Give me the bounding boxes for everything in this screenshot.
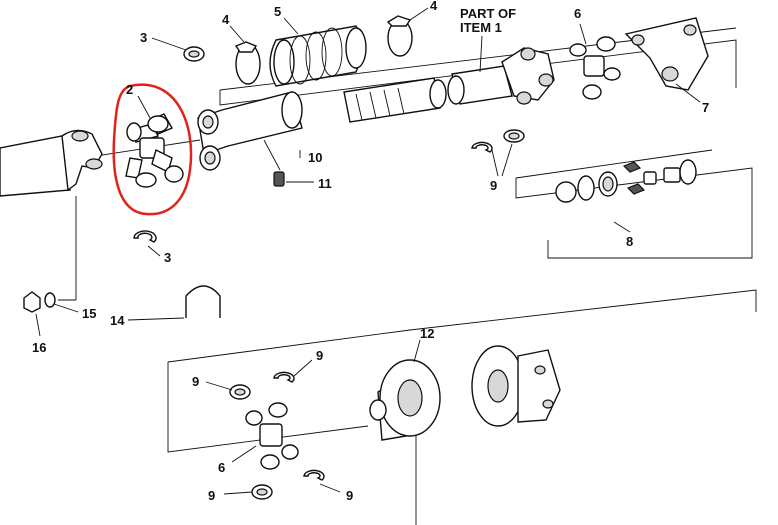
washer-item-15 xyxy=(44,292,79,313)
callout-2: 2 xyxy=(126,82,133,97)
bearing-kit-item-8 xyxy=(555,159,697,233)
callout-15: 15 xyxy=(82,306,96,321)
universal-joint-item-2 xyxy=(125,95,184,188)
part-of-label-line1: PART OF xyxy=(460,6,516,21)
callout-3-bottom: 3 xyxy=(164,250,171,265)
callout-14: 14 xyxy=(110,313,125,328)
nut-item-16 xyxy=(23,291,41,337)
highlight-circle xyxy=(112,83,193,216)
snap-ring-item-9-upper-right xyxy=(491,129,525,177)
callout-5: 5 xyxy=(274,4,281,19)
left-propeller-shaft xyxy=(0,129,103,197)
companion-flange-item-12 xyxy=(369,339,441,441)
boot-item-5 xyxy=(269,25,367,87)
snap-ring-item-3-bottom xyxy=(133,230,157,243)
callout-4-left: 4 xyxy=(222,12,230,27)
callout-6-bottom: 6 xyxy=(218,460,225,475)
slip-yoke-item-10 xyxy=(197,91,303,171)
cross-bearing-item-6-top xyxy=(569,23,621,100)
callout-9-d: 9 xyxy=(208,488,215,503)
snap-ring-item-9-lower-c xyxy=(223,484,273,500)
grease-fitting-item-11 xyxy=(263,139,285,187)
callout-9-c: 9 xyxy=(192,374,199,389)
u-bolt-item-14 xyxy=(127,285,221,321)
callout-7: 7 xyxy=(702,100,709,115)
snap-ring-item-9-lower-d xyxy=(303,469,341,493)
splined-shaft-part-of-item-1 xyxy=(343,65,513,123)
callout-8: 8 xyxy=(626,234,633,249)
yoke-part-of-item-1 xyxy=(501,47,555,105)
cross-bearing-item-6-bottom xyxy=(231,402,299,470)
output-hub xyxy=(471,345,561,427)
clamp-item-4-right xyxy=(386,15,413,57)
callout-3-top: 3 xyxy=(140,30,147,45)
snap-ring-item-3-top xyxy=(183,46,205,62)
snap-ring-item-9-lower-a xyxy=(205,381,251,400)
callout-4-right: 4 xyxy=(430,0,438,13)
callout-9-b: 9 xyxy=(316,348,323,363)
callout-12: 12 xyxy=(420,326,434,341)
callout-16: 16 xyxy=(32,340,46,355)
callout-10: 10 xyxy=(308,150,322,165)
callout-9-a: 9 xyxy=(490,178,497,193)
flange-yoke-item-7 xyxy=(624,17,709,103)
callout-6-top: 6 xyxy=(574,6,581,21)
snap-ring-item-9-lower-b xyxy=(273,359,313,383)
lower-assembly-frame xyxy=(167,289,757,525)
part-of-label-line2: ITEM 1 xyxy=(460,20,502,35)
clamp-item-4-left xyxy=(234,41,261,85)
snap-ring-item-9-upper-left xyxy=(471,141,493,153)
callout-11: 11 xyxy=(318,176,332,191)
callout-9-e: 9 xyxy=(346,488,353,503)
